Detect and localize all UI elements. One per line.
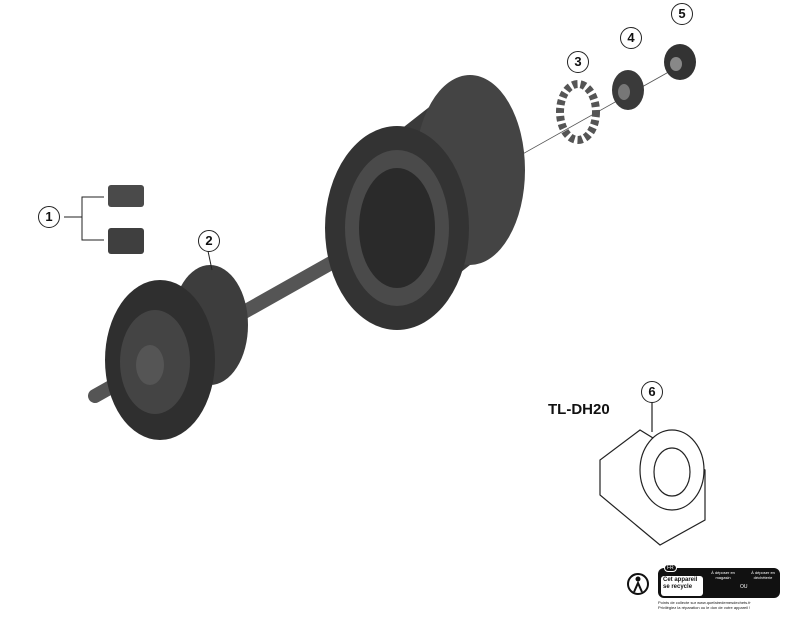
- callout-6: 6: [641, 381, 663, 403]
- footer-line-2: Privilégiez la réparation ou le don de v…: [658, 605, 751, 610]
- part-6-tool: [599, 402, 706, 546]
- triman-icon: [627, 573, 649, 595]
- or-separator: OU: [740, 584, 748, 590]
- callout-1: 1: [38, 206, 60, 228]
- hub-shell: [325, 75, 525, 330]
- callout-5: 5: [671, 3, 693, 25]
- recycle-main-text: Cet appareil se recycle: [661, 576, 703, 596]
- callout-2: 2: [198, 230, 220, 252]
- tool-model-label: TL-DH20: [548, 401, 610, 418]
- part-5-locknut: [664, 44, 696, 80]
- part-3-ball-bearings: [556, 80, 600, 144]
- country-badge: FR: [664, 564, 677, 572]
- part-2-internal-unit: [88, 250, 347, 440]
- triman-recycle-label: Cet appareil se recycle À déposer en mag…: [624, 564, 794, 614]
- recycle-footer: Points de collecte sur www.quefairedemes…: [658, 600, 751, 610]
- part-1-connector: [64, 185, 144, 254]
- dump-option: À déposer en déchèterie: [751, 570, 775, 580]
- callout-3: 3: [567, 51, 589, 73]
- callout-4: 4: [620, 27, 642, 49]
- recycle-info-box: Cet appareil se recycle À déposer en mag…: [658, 568, 780, 598]
- part-4-cone: [612, 70, 644, 110]
- store-option: À déposer en magasin: [711, 570, 735, 580]
- footer-line-1: Points de collecte sur www.quefairedemes…: [658, 600, 751, 605]
